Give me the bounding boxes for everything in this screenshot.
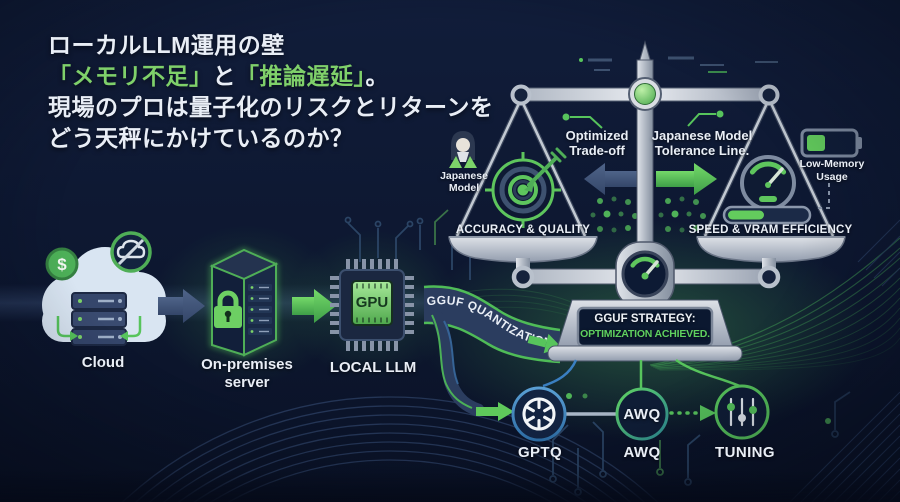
headline-line4: どう天秤にかけているのか？ [48, 125, 354, 151]
headline-line3: 現場のプロは量子化のリスクとリターンを [48, 94, 494, 120]
local-llm-label: LOCAL LLM [329, 359, 417, 376]
tuning-label: TUNING [715, 444, 775, 461]
onprem-label: On-premises server [201, 356, 293, 391]
headline-line2: 「メモリ不足」と「推論遅延」。 [48, 63, 389, 89]
headline: ローカルLLM運用の壁 「メモリ不足」と「推論遅延」。 現場のプロは量子化のリス… [48, 30, 493, 154]
low-memory-label: Low-Memory Usage [799, 158, 865, 183]
left-pan-label: ACCURACY & QUALITY [455, 224, 591, 236]
gguf-strategy-plaque-text: GGUF STRATEGY: OPTIMIZATION ACHIEVED. [580, 313, 710, 340]
gpu-chip-text: GPU [355, 294, 389, 311]
cloud-label: Cloud [81, 354, 125, 371]
headline-line1: ローカルLLM運用の壁 [48, 32, 285, 58]
optimized-tradeoff-note: Optimized Trade-off [565, 128, 629, 158]
awq-node-text: AWQ [623, 406, 661, 423]
bottom-fade [0, 470, 900, 502]
right-pan-label: SPEED & VRAM EFFICIENCY [688, 224, 853, 236]
gptq-label: GPTQ [517, 444, 563, 461]
tolerance-line-note: Japanese Model Tolerance Line. [651, 128, 753, 158]
japanese-model-label: Japanese Model [440, 170, 488, 194]
awq-label: AWQ [623, 444, 661, 461]
